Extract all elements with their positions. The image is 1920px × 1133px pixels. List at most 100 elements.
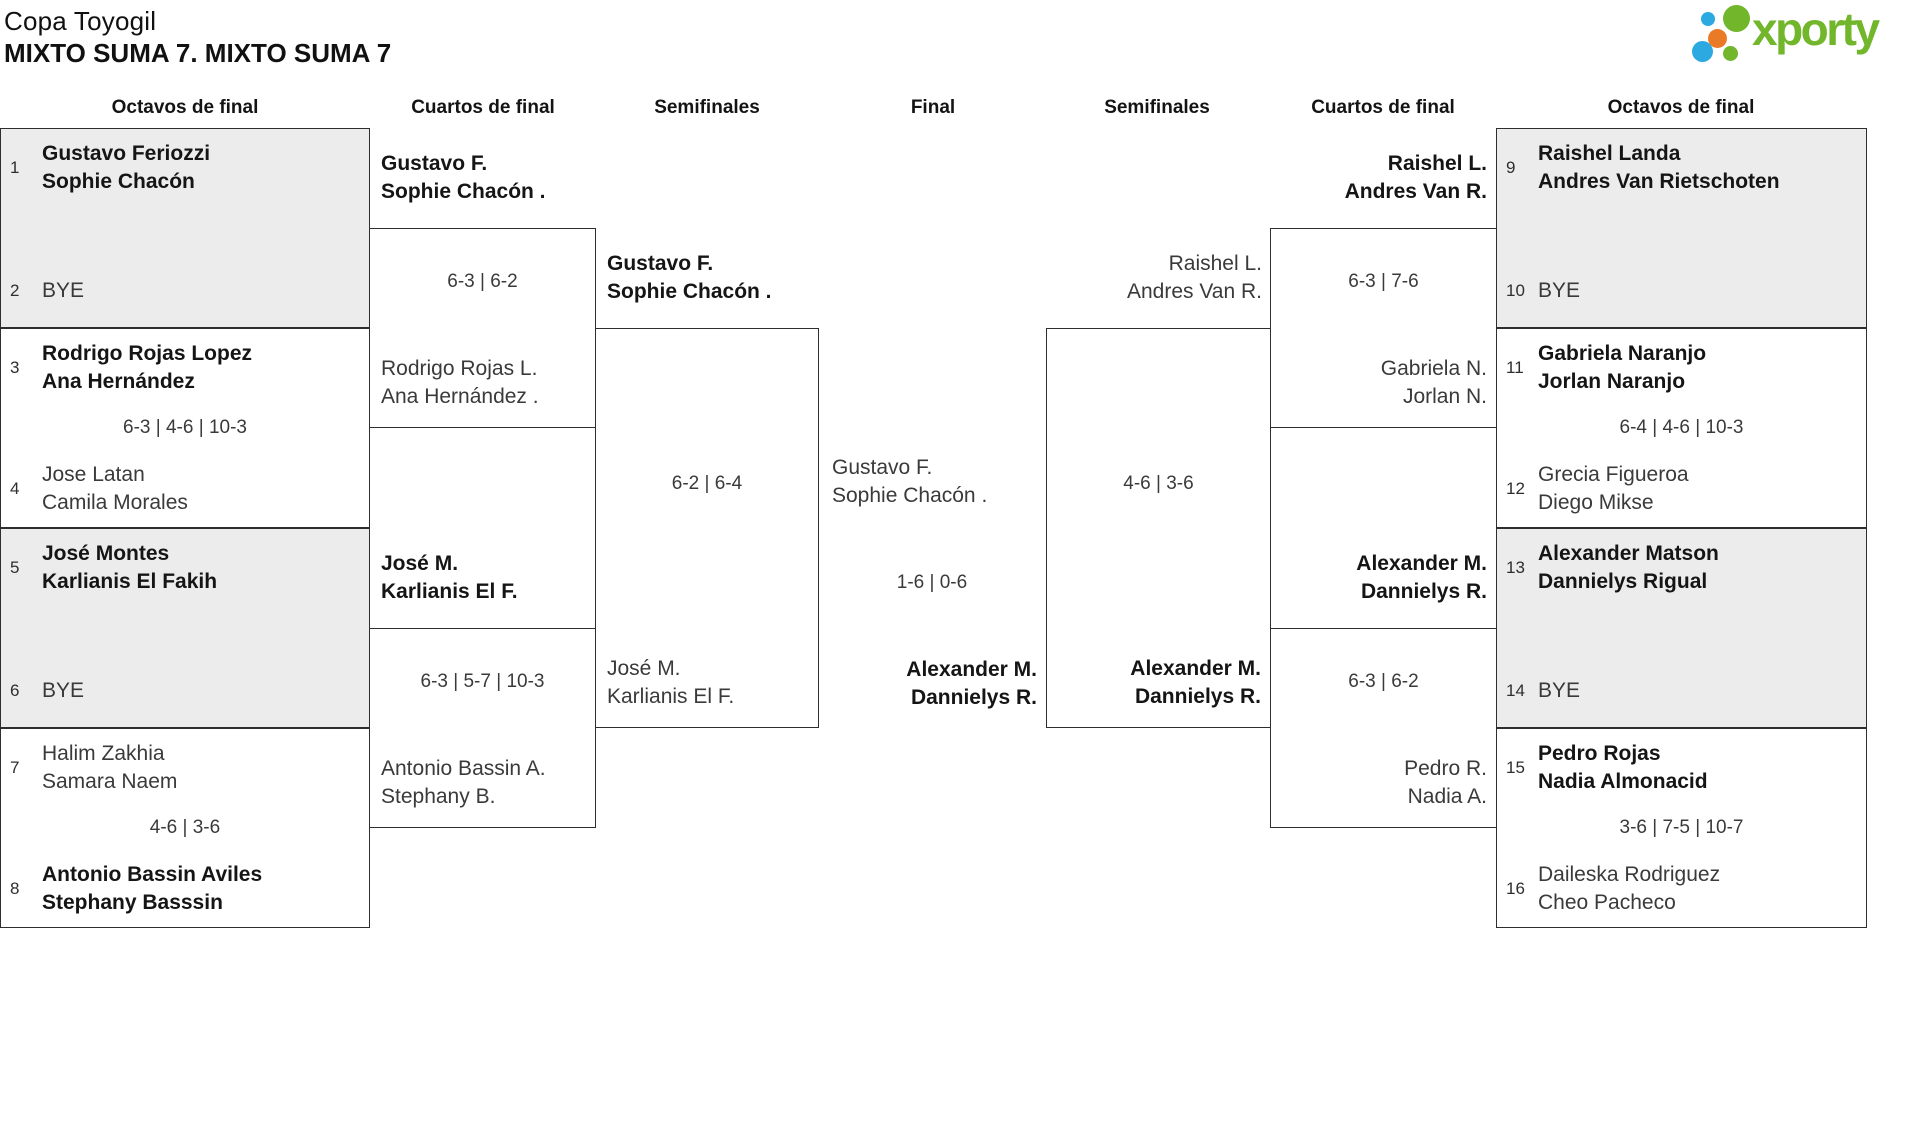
player-name: Andres Van R. [1126,280,1262,303]
player-name: Gustavo F. [832,456,933,479]
match-score: 4-6 | 3-6 [1123,473,1194,494]
player-name: José M. [381,552,459,575]
quarterfinal-loser-left-2: Antonio Bassin A. Stephany B. [381,755,546,811]
player-name: Rodrigo Rojas Lopez [42,342,252,365]
semifinal-finalist-top-right: Raishel L. Andres Van R. [1127,250,1262,306]
bracket-entry: 1 Gustavo Feriozzi Sophie Chacón [1,140,369,196]
player-name: Rodrigo Rojas L. [381,357,538,380]
player-name: Raishel L. [1168,252,1262,275]
bracket-entry: 12 Grecia Figueroa Diego Mikse [1497,461,1866,517]
seed-number: 16 [1506,879,1525,898]
player-name: Samara Naem [42,770,178,793]
logo-dot-green-large-icon [1723,5,1750,32]
octavos-match-9-10: 9 Raishel Landa Andres Van Rietschoten 1… [1496,128,1867,328]
seed-number: 9 [1506,158,1516,177]
player-name: Antonio Bassin Aviles [42,863,263,886]
player-name: Alexander M. [1130,657,1261,680]
player-name: Sophie Chacón . [607,280,772,303]
seed-number: 14 [1506,681,1525,700]
bye-label: BYE [1538,679,1581,702]
logo-dot-blue-small-icon [1701,12,1715,26]
quarterfinal-match-left-2: 6-3 | 5-7 | 10-3 Antonio Bassin A. Steph… [369,628,596,828]
match-score: 6-3 | 5-7 | 10-3 [420,671,545,692]
player-name: Jorlan Naranjo [1538,370,1686,393]
team-names: Raishel Landa Andres Van Rietschoten [1538,140,1780,196]
bracket-entry: 5 José Montes Karlianis El Fakih [1,540,369,596]
octavos-match-13-14: 13 Alexander Matson Dannielys Rigual 14 … [1496,528,1867,728]
match-score: 6-3 | 6-2 [447,271,518,292]
player-name: Nadia Almonacid [1538,770,1708,793]
bye-label: BYE [1538,279,1581,302]
bye-label: BYE [42,279,85,302]
player-name: Stephany Basssin [42,891,223,914]
xporty-logo: xporty [1692,2,1920,68]
match-score: 6-2 | 6-4 [671,473,743,494]
bracket-entry: 11 Gabriela Naranjo Jorlan Naranjo [1497,340,1866,396]
team-names: José Montes Karlianis El Fakih [42,540,217,596]
round-header-semifinales-left: Semifinales [654,97,760,118]
quarterfinal-match-right-1: 6-3 | 7-6 Gabriela N. Jorlan N. [1270,228,1497,428]
octavos-match-3-4: 3 Rodrigo Rojas Lopez Ana Hernández 6-3 … [0,328,370,528]
round-header-final: Final [910,97,956,118]
player-name: José M. [607,657,681,680]
team-names: Pedro Rojas Nadia Almonacid [1538,740,1708,796]
logo-dot-blue-large-icon [1692,41,1713,62]
player-name: Dannielys Rigual [1538,570,1708,593]
team-names: BYE [1538,277,1580,305]
seed-number: 6 [10,681,20,700]
player-name: Gustavo F. [381,152,488,175]
player-name: Alexander M. [1356,552,1487,575]
player-name: Camila Morales [42,491,188,514]
round-header-octavos-left: Octavos de final [111,97,259,118]
team-names: Alexander Matson Dannielys Rigual [1538,540,1719,596]
bracket-entry: 13 Alexander Matson Dannielys Rigual [1497,540,1866,596]
seed-number: 1 [10,158,20,177]
team-names: BYE [42,277,84,305]
team-names: Grecia Figueroa Diego Mikse [1538,461,1689,517]
player-name: Antonio Bassin A. [381,757,546,780]
bracket-entry: 6 BYE [1,677,369,705]
bracket-entry: 4 Jose Latan Camila Morales [1,461,369,517]
page-title: Copa Toyogil [4,6,157,36]
player-name: Dannielys R. [1134,685,1261,708]
seed-number: 12 [1506,479,1525,498]
player-name: Jorlan N. [1402,385,1487,408]
octavos-match-5-6: 5 José Montes Karlianis El Fakih 6 BYE [0,528,370,728]
quarterfinal-match-right-2: 6-3 | 6-2 Pedro R. Nadia A. [1270,628,1497,828]
octavos-match-15-16: 15 Pedro Rojas Nadia Almonacid 3-6 | 7-5… [1496,728,1867,928]
round-header-octavos-right: Octavos de final [1607,97,1755,118]
octavos-match-11-12: 11 Gabriela Naranjo Jorlan Naranjo 6-4 |… [1496,328,1867,528]
player-name: Gustavo F. [607,252,714,275]
player-name: Stephany B. [381,785,496,808]
player-name: Diego Mikse [1538,491,1654,514]
logo-dot-green-small-icon [1723,46,1738,61]
match-score: 6-3 | 4-6 | 10-3 [123,417,247,438]
bracket-entry: 2 BYE [1,277,369,305]
bracket-entry: 3 Rodrigo Rojas Lopez Ana Hernández [1,340,369,396]
seed-number: 4 [10,479,20,498]
seed-number: 15 [1506,758,1525,777]
seed-number: 13 [1506,558,1525,577]
semifinal-winner-right: Alexander M. Dannielys R. [1130,655,1261,711]
match-score: 4-6 | 3-6 [149,817,221,838]
bracket-entry: 7 Halim Zakhia Samara Naem [1,740,369,796]
match-score: 6-3 | 7-6 [1348,271,1419,292]
match-score: 3-6 | 7-5 | 10-7 [1619,817,1744,838]
team-names: Gabriela Naranjo Jorlan Naranjo [1538,340,1706,396]
seed-number: 5 [10,558,20,577]
player-name: Ana Hernández . [381,385,539,408]
player-name: Cheo Pacheco [1538,891,1676,914]
round-header-cuartos-right: Cuartos de final [1311,97,1455,118]
player-name: Jose Latan [42,463,145,486]
player-name: José Montes [42,542,170,565]
semifinal-winner-left: Gustavo F. Sophie Chacón . [607,250,772,306]
player-name: Gabriela N. [1380,357,1487,380]
quarterfinal-loser-right-2: Pedro R. Nadia A. [1404,755,1487,811]
seed-number: 10 [1506,281,1525,300]
team-names: Jose Latan Camila Morales [42,461,188,517]
quarterfinal-loser-left-1: Rodrigo Rojas L. Ana Hernández . [381,355,539,411]
player-name: Sophie Chacón . [832,484,988,507]
final-winner: Alexander M. Dannielys R. [906,656,1037,712]
semifinal-loser-left: José M. Karlianis El F. [607,655,734,711]
